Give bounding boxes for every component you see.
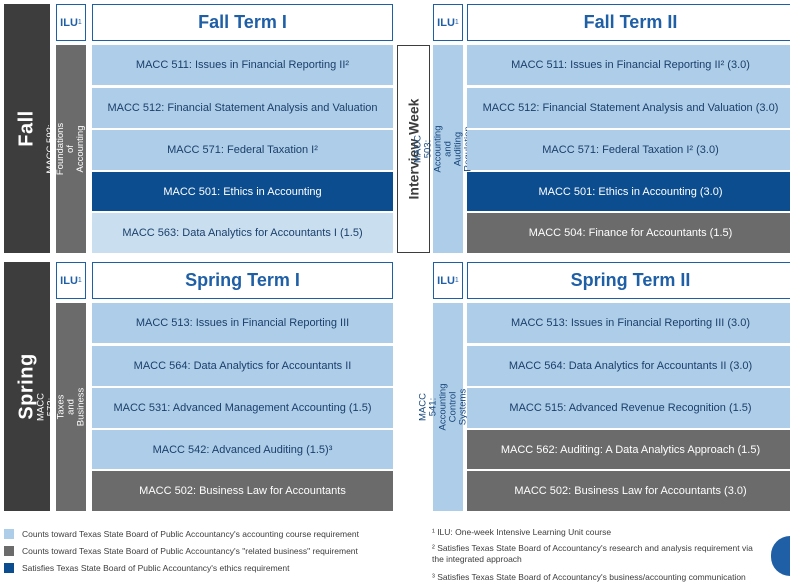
fall-term1-course-3: MACC 571: Federal Taxation I² [92, 130, 393, 170]
legend-ethics: Satisfies Texas State Board of Public Ac… [4, 561, 424, 575]
legend-label: Satisfies Texas State Board of Public Ac… [22, 563, 290, 573]
course-label: MACC 512: Financial Statement Analysis a… [107, 102, 378, 114]
spring-season-label: Spring [4, 262, 50, 511]
ilu-footnote-ref: 1 [77, 277, 82, 284]
fall-season-label: Fall [4, 4, 50, 253]
interview-week: Interview Week [397, 45, 430, 253]
ilu-footnote-ref: 1 [454, 277, 459, 284]
spring-term1-ilu-course: MACC 572: Taxes and Business Strategy (1… [35, 303, 106, 511]
footnote-2: ² Satisfies Texas State Board of Account… [432, 543, 753, 564]
spring-term1-course-1: MACC 513: Issues in Financial Reporting … [92, 303, 393, 343]
spring-term1-title-text: Spring Term I [185, 270, 300, 290]
fall-term1-ilu-course-text: MACC 592: Foundations of Accounting (1.5… [45, 122, 96, 176]
course-label: MACC 563: Data Analytics for Accountants… [122, 227, 363, 239]
legend-label: Counts toward Texas State Board of Publi… [22, 546, 358, 556]
spring-term1-course-5: MACC 502: Business Law for Accountants [92, 471, 393, 511]
spring-term1-course-2: MACC 564: Data Analytics for Accountants… [92, 346, 393, 386]
fall-term2-ilu-course: MACC 503: Accounting and Auditing Regula… [412, 45, 483, 253]
course-label: MACC 564: Data Analytics for Accountants… [508, 360, 753, 372]
fall-term1-course-1: MACC 511: Issues in Financial Reporting … [92, 45, 393, 85]
spring-term1-course-3: MACC 531: Advanced Management Accounting… [92, 388, 393, 428]
spring-term2-title-text: Spring Term II [570, 270, 691, 290]
course-label: MACC 562: Auditing: A Data Analytics App… [500, 443, 761, 456]
course-label: MACC 515: Advanced Revenue Recognition (… [509, 402, 752, 414]
fall-term2-course-3: MACC 571: Federal Taxation I² (3.0) [467, 130, 790, 170]
course-label: MACC 501: Ethics in Accounting (3.0) [538, 185, 723, 198]
fall-season-text: Fall [15, 110, 38, 147]
ilu-footnote-ref: 1 [77, 19, 82, 26]
fall-term2-course-4: MACC 501: Ethics in Accounting (3.0) [467, 172, 790, 211]
course-label: MACC 512: Financial Statement Analysis a… [482, 102, 779, 114]
spring-term2-course-5: MACC 502: Business Law for Accountants (… [467, 471, 790, 511]
fall-term1-course-2: MACC 512: Financial Statement Analysis a… [92, 88, 393, 128]
fall-term1-ilu-course: MACC 592: Foundations of Accounting (1.5… [45, 45, 96, 253]
spring-term2-course-4: MACC 562: Auditing: A Data Analytics App… [467, 430, 790, 469]
spring-term2-course-1: MACC 513: Issues in Financial Reporting … [467, 303, 790, 343]
course-label: MACC 564: Data Analytics for Accountants… [133, 360, 352, 372]
ilu-text: ILU [60, 274, 78, 287]
legend-related-business: Counts toward Texas State Board of Publi… [4, 544, 424, 558]
course-label: MACC 501: Ethics in Accounting [163, 185, 322, 198]
legend-swatch-light-blue [4, 529, 14, 539]
fall-term2-course-1: MACC 511: Issues in Financial Reporting … [467, 45, 790, 85]
course-label: MACC 571: Federal Taxation I² (3.0) [542, 144, 719, 156]
spring-term1-title: Spring Term I [92, 262, 393, 299]
fall-term1-title: Fall Term I [92, 4, 393, 41]
course-label: MACC 502: Business Law for Accountants (… [514, 485, 747, 497]
chat-badge-icon[interactable] [771, 536, 790, 576]
ilu-text: ILU [60, 16, 78, 29]
spring-term2-course-2: MACC 564: Data Analytics for Accountants… [467, 346, 790, 386]
fall-term2-title: Fall Term II [467, 4, 790, 41]
footnote-1: ¹ ILU: One-week Intensive Learning Unit … [432, 527, 612, 537]
legend-label: Counts toward Texas State Board of Publi… [22, 529, 359, 539]
spring-term1-course-4: MACC 542: Advanced Auditing (1.5)³ [92, 430, 393, 469]
course-label: MACC 502: Business Law for Accountants [139, 485, 346, 497]
course-label: MACC 513: Issues in Financial Reporting … [510, 317, 751, 329]
fall-term2-title-text: Fall Term II [583, 12, 678, 32]
fall-term1-course-5: MACC 563: Data Analytics for Accountants… [92, 213, 393, 253]
course-label: MACC 571: Federal Taxation I² [167, 144, 318, 156]
fall-term1-title-text: Fall Term I [198, 12, 287, 32]
course-label: MACC 513: Issues in Financial Reporting … [135, 317, 350, 329]
spring-term2-ilu-course: MACC 541: Accounting Control Systems (1.… [417, 303, 478, 511]
spring-term2-title: Spring Term II [467, 262, 790, 299]
course-label: MACC 511: Issues in Financial Reporting … [511, 59, 750, 71]
spring-term2-course-3: MACC 515: Advanced Revenue Recognition (… [467, 388, 790, 428]
course-label: MACC 511: Issues in Financial Reporting … [135, 59, 350, 71]
footnote-3: ³ Satisfies Texas State Board of Account… [432, 572, 746, 582]
legend-swatch-dark-blue [4, 563, 14, 573]
ilu-footnote-ref: 1 [454, 19, 459, 26]
fall-term2-course-5: MACC 504: Finance for Accountants (1.5) [467, 213, 790, 253]
fall-term1-course-4: MACC 501: Ethics in Accounting [92, 172, 393, 211]
course-label: MACC 531: Advanced Management Accounting… [113, 402, 372, 414]
legend-swatch-gray [4, 546, 14, 556]
fall-term2-course-2: MACC 512: Financial Statement Analysis a… [467, 88, 790, 128]
ilu-text: ILU [437, 274, 455, 287]
ilu-text: ILU [437, 16, 455, 29]
course-label: MACC 542: Advanced Auditing (1.5)³ [152, 443, 333, 456]
legend-accounting: Counts toward Texas State Board of Publi… [4, 527, 424, 541]
course-label: MACC 504: Finance for Accountants (1.5) [528, 227, 733, 239]
